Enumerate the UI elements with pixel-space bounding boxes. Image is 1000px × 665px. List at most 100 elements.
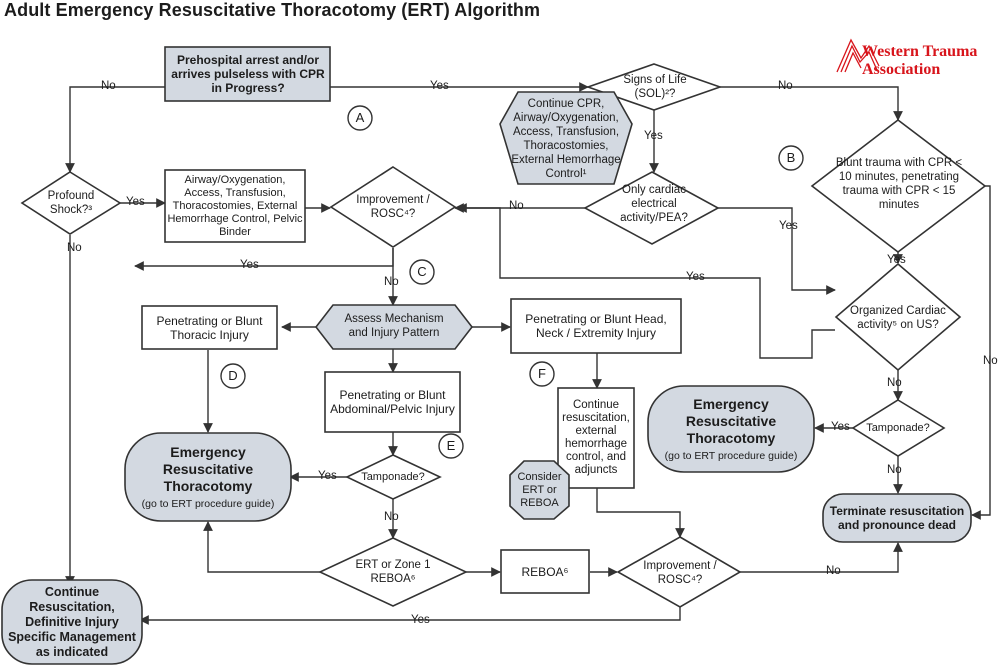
wta-logo: Western Trauma Association <box>835 32 997 86</box>
thoracic-injury-box: Penetrating or Blunt Thoracic Injury <box>156 313 263 342</box>
continue-cpr-hexagon <box>499 91 633 185</box>
circle-e <box>438 433 464 459</box>
edge-label-tamp1-no: No <box>384 511 399 523</box>
profound-shock-diamond <box>20 171 122 235</box>
circle-c <box>409 259 435 285</box>
edge-label-tamp1-yes: Yes <box>318 470 337 482</box>
edge-continue-to-rosc2 <box>596 488 685 538</box>
rosc1-diamond <box>329 166 457 248</box>
tamponade-decision-1: Tamponade? <box>361 471 425 483</box>
ert-left-subtitle: (go to ERT procedure guide) <box>141 497 275 510</box>
organized-diamond <box>834 262 962 372</box>
edge-label-sol-no: No <box>778 80 793 92</box>
edge-label-sol-yes: Yes <box>644 130 663 142</box>
marker-c: C <box>417 264 427 279</box>
tamponade-decision-2: Tamponade? <box>866 422 930 434</box>
terminate-shape <box>822 493 972 543</box>
consider-ert-reboa-box: Consider ERT or REBOA <box>517 470 562 509</box>
ert-left-box: Emergency Resuscitative Thoracotomy (go … <box>128 436 288 518</box>
circle-d <box>220 363 246 389</box>
improvement-rosc-decision-2: Improvement / ROSC⁴? <box>643 560 717 586</box>
edge-label-rosc2-no: No <box>826 565 841 577</box>
tamp1-diamond <box>345 454 442 500</box>
edge-label-prehospital-no: No <box>101 80 116 92</box>
prehospital-arrest-box: Prehospital arrest and/or arrives pulsel… <box>171 53 325 95</box>
ert-right-subtitle: (go to ERT procedure guide) <box>664 449 798 462</box>
edge-label-pea-yes: Yes <box>779 220 798 232</box>
marker-b: B <box>786 150 796 165</box>
edge-ertzone1-to-ert <box>203 521 320 573</box>
continue-definitive-shape <box>1 579 143 665</box>
tamp2-diamond <box>851 399 946 457</box>
edge-rosc-yes <box>134 248 394 271</box>
continue-definitive-management-box: Continue Resuscitation, Definitive Injur… <box>8 584 136 659</box>
abdominal-shape <box>324 371 461 433</box>
edge-label-rosc-no: No <box>384 276 399 288</box>
ertzone1-diamond <box>318 537 468 607</box>
logo-line1: Western Trauma <box>862 43 978 60</box>
edge-label-tamp2-no: No <box>887 464 902 476</box>
ert-left-shape <box>124 432 292 522</box>
airway-pelvic-shape <box>164 169 306 243</box>
ert-right-box: Emergency Resuscitative Thoracotomy (go … <box>651 389 811 469</box>
pea-decision: Only cardiac electrical activity/PEA? <box>620 184 688 224</box>
edge-label-shock-no: No <box>67 242 82 254</box>
edge-organized-yes-loop <box>457 203 835 359</box>
head-neck-extremity-box: Penetrating or Blunt Head, Neck / Extrem… <box>525 312 667 340</box>
assess-hexagon <box>314 304 474 350</box>
signs-of-life-decision: Signs of Life (SOL)²? <box>623 74 687 100</box>
edge-label-shock-yes: Yes <box>126 196 145 208</box>
edge-label-pea-no: No <box>509 200 524 212</box>
page-title: Adult Emergency Resuscitative Thoracotom… <box>4 0 541 20</box>
profound-shock-decision: Profound Shock?³ <box>47 190 95 216</box>
marker-f: F <box>538 366 546 381</box>
ert-right-shape <box>647 385 815 473</box>
edge-label-organized-yes: Yes <box>686 271 705 283</box>
sol-diamond <box>585 63 723 111</box>
continue-resuscitation-box: Continue resuscitation, external hemorrh… <box>562 399 630 476</box>
prehospital-shape <box>164 46 331 102</box>
edge-label-organized-no: No <box>887 377 902 389</box>
terminate-resuscitation-box: Terminate resuscitation and pronounce de… <box>829 504 965 532</box>
circle-b <box>778 145 804 171</box>
logo-line2: Association <box>862 61 941 78</box>
blunt-trauma-cpr-decision: Blunt trauma with CPR < 10 minutes, pene… <box>835 157 963 211</box>
edge-rosc2-no <box>740 542 903 573</box>
reboa-shape <box>500 549 590 594</box>
rosc2-diamond <box>616 536 742 608</box>
continue-resus-shape <box>557 387 635 489</box>
thoracic-shape <box>141 305 278 350</box>
edge-label-blunt-no: No <box>983 355 998 367</box>
improvement-rosc-decision-1: Improvement / ROSC⁴? <box>356 194 430 220</box>
abdominal-pelvic-injury-box: Penetrating or Blunt Abdominal/Pelvic In… <box>330 388 455 416</box>
marker-e: E <box>446 438 456 453</box>
organized-cardiac-activity-decision: Organized Cardiac activity⁵ on US? <box>850 305 946 331</box>
edge-sol-no <box>720 86 903 121</box>
head-neck-shape <box>510 298 682 354</box>
edge-label-blunt-yes: Yes <box>887 254 906 266</box>
ert-zone1-reboa-decision: ERT or Zone 1 REBOA⁶ <box>355 559 431 585</box>
ert-left-title: Emergency Resuscitative Thoracotomy <box>162 443 254 494</box>
airway-pelvic-binder-box: Airway/Oxygenation, Access, Transfusion,… <box>167 173 303 238</box>
marker-d: D <box>228 368 238 383</box>
assess-mechanism-box: Assess Mechanism and Injury Pattern <box>344 313 444 339</box>
edge-blunt-no <box>940 185 991 520</box>
edge-rosc2-yes <box>139 607 681 625</box>
circle-a <box>347 105 373 131</box>
marker-a: A <box>355 110 365 125</box>
continue-cpr-box: Continue CPR, Airway/Oxygenation, Access… <box>511 98 621 180</box>
ert-right-title: Emergency Resuscitative Thoracotomy <box>685 395 777 446</box>
circle-f <box>529 361 555 387</box>
reboa-box: REBOA⁶ <box>521 564 569 579</box>
pea-diamond <box>583 171 720 245</box>
consider-ert-octagon <box>509 460 570 520</box>
edge-prehospital-no <box>65 86 165 173</box>
edge-label-rosc2-yes: Yes <box>411 614 430 626</box>
edge-label-tamp2-yes: Yes <box>831 421 850 433</box>
edge-label-prehospital-yes: Yes <box>430 80 449 92</box>
edge-label-rosc-yes: Yes <box>240 259 259 271</box>
blunt-trauma-diamond <box>810 118 987 254</box>
edge-pea-yes <box>718 207 836 295</box>
